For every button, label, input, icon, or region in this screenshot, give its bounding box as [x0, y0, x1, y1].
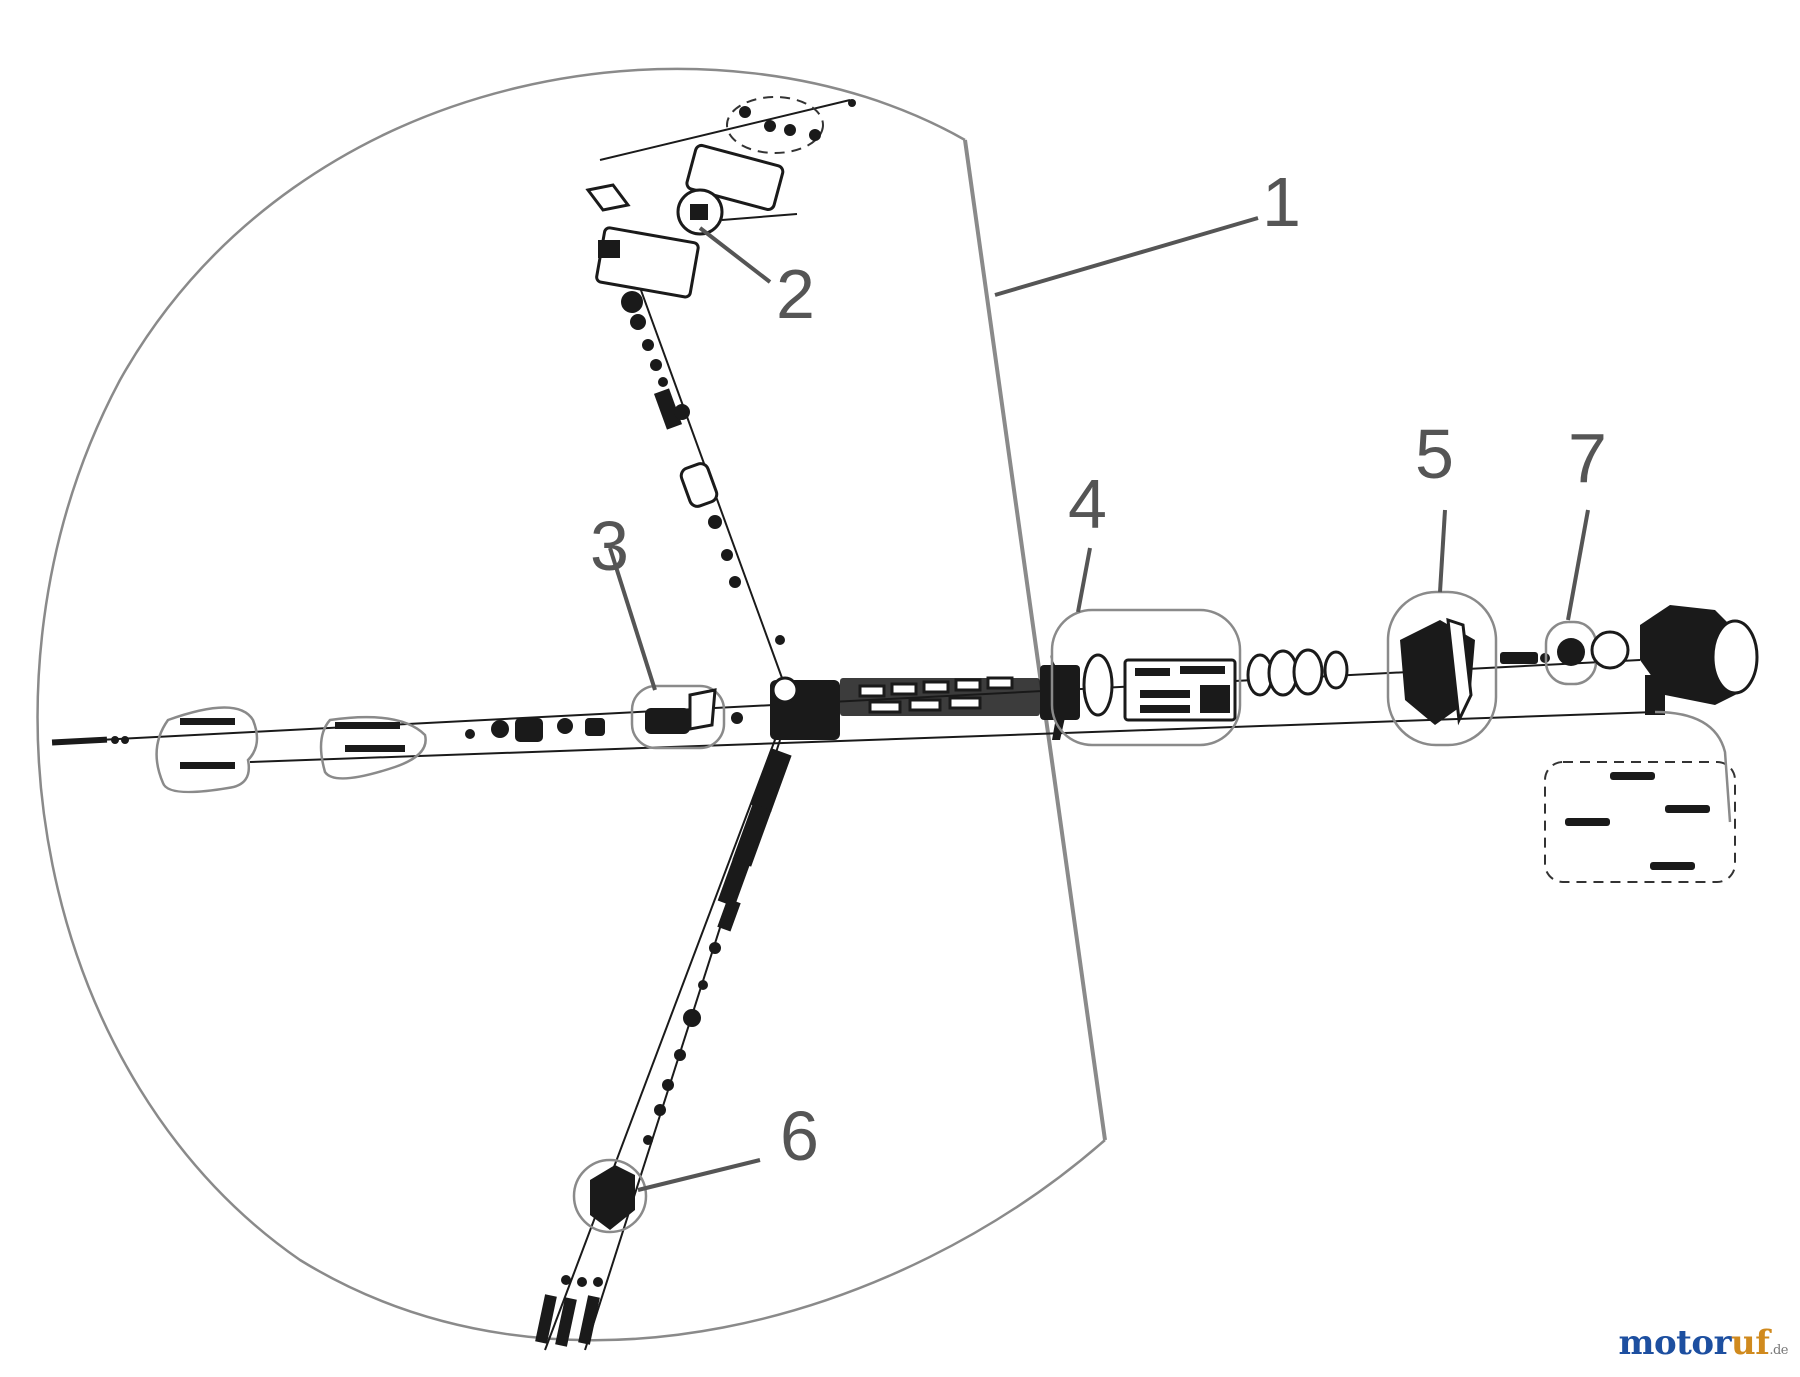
callout-7: 7: [1568, 419, 1607, 497]
callout-2: 2: [776, 255, 815, 333]
callout-5: 5: [1415, 415, 1454, 493]
watermark-accent: uf: [1730, 1323, 1770, 1363]
lower-arm-parts: [535, 748, 792, 1347]
pump-block: [770, 676, 1040, 740]
callout-4: 4: [1068, 465, 1107, 543]
upper-arm-parts: [585, 96, 856, 645]
watermark-main: motor: [1618, 1323, 1732, 1363]
callout-6: 6: [780, 1097, 819, 1175]
left-arm-parts: [51, 684, 743, 794]
section-divider: [963, 139, 1107, 1141]
callout-3: 3: [590, 507, 629, 585]
watermark-suffix: .de: [1769, 1343, 1788, 1358]
callout-leaders: [608, 216, 1590, 1192]
callout-1: 1: [1262, 163, 1301, 241]
right-arm-parts: [1040, 590, 1759, 883]
section-outline: [36, 67, 1106, 1342]
callout-labels: 1 2 3 4 5 6 7: [590, 163, 1607, 1175]
site-watermark: motoruf.de: [1618, 1323, 1789, 1363]
assembly-axes: [59, 99, 1656, 1351]
